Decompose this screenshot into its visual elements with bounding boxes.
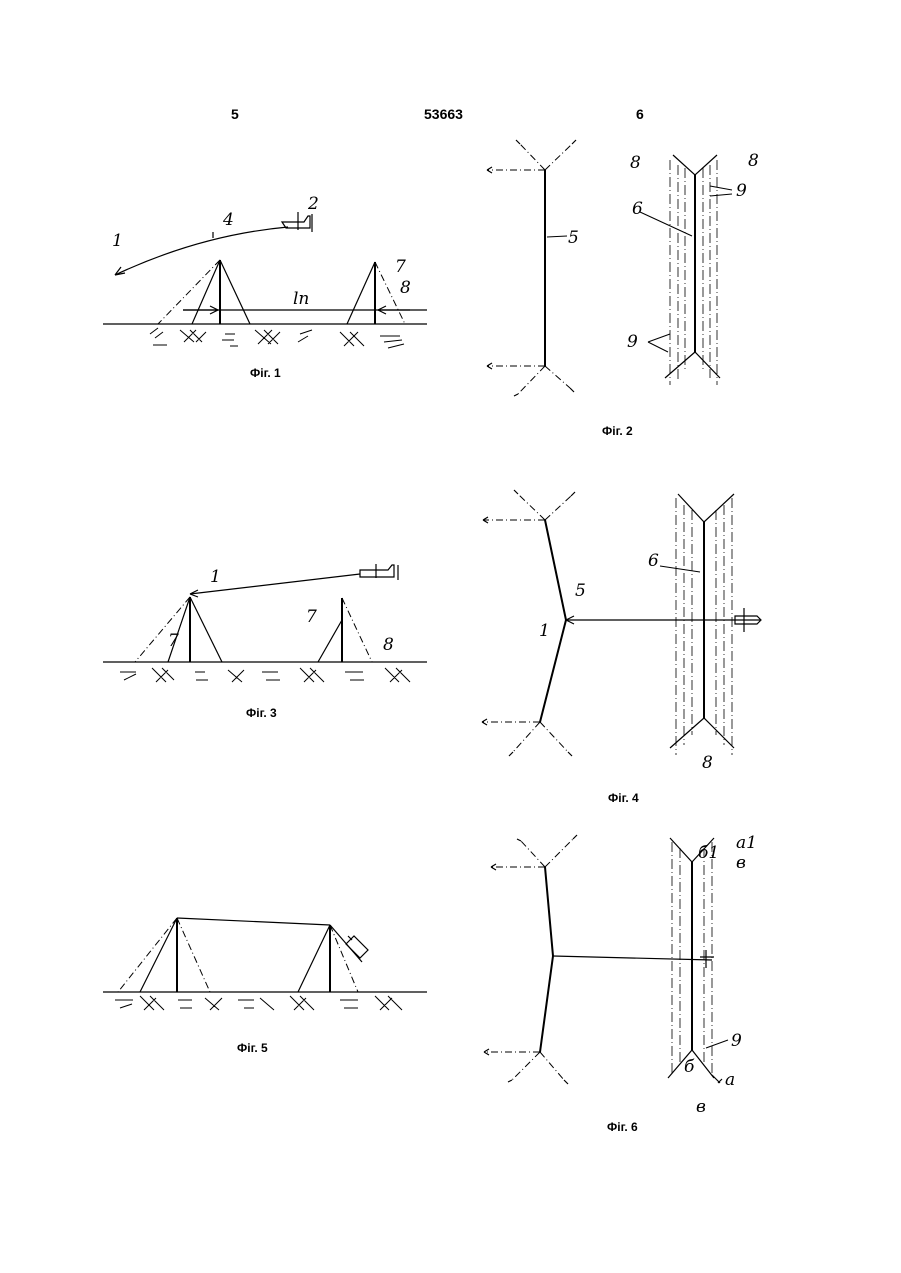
label-fig2-8-left: 8 — [630, 153, 641, 173]
label-fig3-8: 8 — [383, 635, 394, 655]
label-fig1-ln: ln — [293, 289, 309, 309]
figure-5 — [103, 918, 427, 1010]
label-fig6-a1: а1 — [736, 833, 757, 853]
label-fig6-b1: б1 — [698, 843, 719, 863]
label-fig6-v2: в — [696, 1097, 706, 1117]
figure-6: б1 а1 в 9 б а в — [484, 833, 757, 1117]
label-fig1-8: 8 — [400, 278, 411, 298]
label-fig4-5: 5 — [575, 581, 586, 601]
label-fig3-1: 1 — [210, 567, 221, 587]
label-fig2-6: 6 — [632, 199, 643, 219]
label-fig6-9: 9 — [731, 1031, 742, 1051]
label-fig1-2: 2 — [307, 194, 319, 214]
figure-2: 5 8 8 9 6 9 — [487, 140, 759, 396]
label-fig6-v1: в — [736, 853, 746, 873]
label-fig3-7-right: 7 — [306, 607, 317, 627]
label-fig6-a2: а — [725, 1070, 735, 1090]
label-fig1-1: 1 — [112, 231, 123, 251]
figure-1: 1 4 2 7 8 ln — [103, 194, 427, 348]
figure-3: 1 7 7 8 — [103, 564, 427, 682]
label-fig2-5: 5 — [568, 228, 579, 248]
figure-4: 6 5 1 8 — [482, 490, 761, 773]
label-fig3-7-left: 7 — [168, 631, 179, 651]
label-fig4-8: 8 — [702, 753, 713, 773]
label-fig6-b2: б — [684, 1057, 695, 1077]
label-fig1-7: 7 — [395, 257, 406, 277]
label-fig2-9-top: 9 — [736, 181, 747, 201]
label-fig2-9-bottom: 9 — [627, 332, 638, 352]
label-fig1-4: 4 — [222, 210, 234, 230]
label-fig2-8-right: 8 — [748, 151, 759, 171]
label-fig4-1: 1 — [539, 621, 550, 641]
label-fig4-6: 6 — [648, 551, 659, 571]
